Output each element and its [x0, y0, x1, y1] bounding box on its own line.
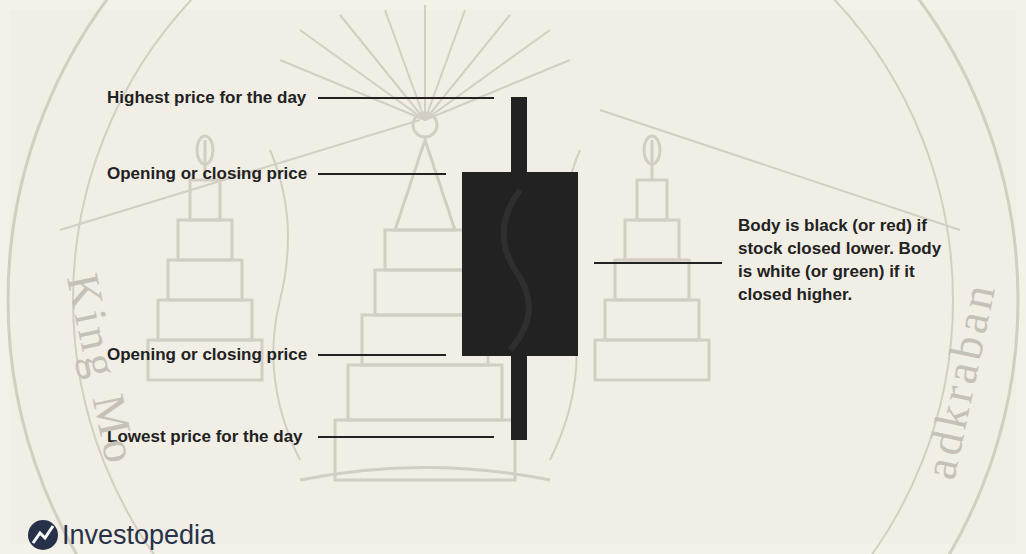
logo-circle: [28, 520, 58, 550]
leader-line: [318, 436, 494, 438]
leader-lines: [318, 98, 722, 437]
candle-body: [462, 172, 578, 356]
leader-line: [594, 262, 722, 264]
price-label: Opening or closing price: [107, 163, 307, 185]
seal-watermark: [8, 0, 1018, 554]
price-label: Highest price for the day: [107, 87, 306, 109]
brand-name: Investopedia: [62, 519, 215, 551]
annotation-text: Body is black (or red) if stock closed l…: [738, 214, 953, 306]
logo-mark: [33, 526, 53, 543]
panel: [10, 10, 1016, 544]
brand-icon: [28, 520, 58, 550]
leader-line: [318, 173, 446, 175]
leader-line: [318, 354, 446, 356]
leader-line: [318, 97, 494, 99]
candlestick: [462, 97, 578, 440]
price-label: Opening or closing price: [107, 344, 307, 366]
body-texture: [504, 190, 529, 350]
